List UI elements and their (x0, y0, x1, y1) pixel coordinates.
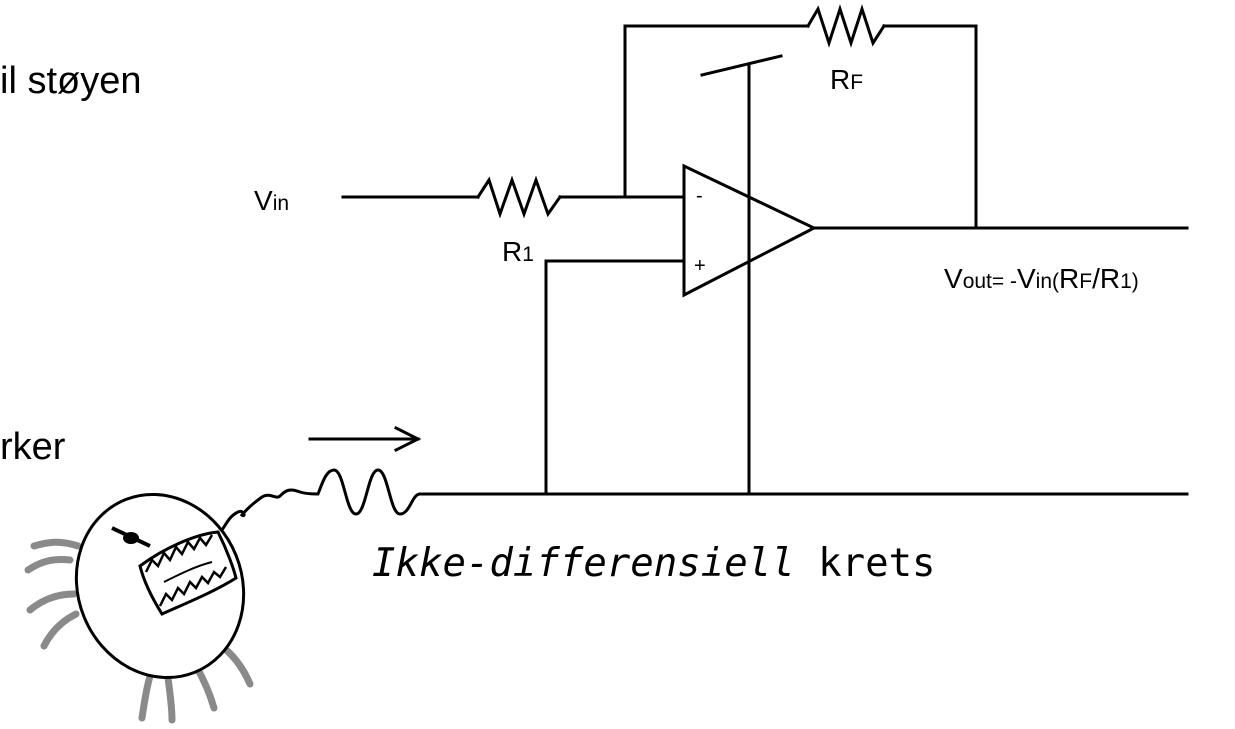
resistor-rf (805, 4, 887, 48)
vout-s2: in( (1035, 270, 1060, 293)
caption: Ikke-differensiell krets (372, 544, 936, 583)
label-vin-sub: in (272, 192, 290, 215)
vout-v1: V (944, 263, 963, 294)
side-text-line2: rker (0, 426, 66, 468)
vout-s3: F (1079, 270, 1093, 293)
plus-input-wire (544, 259, 686, 496)
side-text-line1: il støyen (0, 60, 142, 102)
label-rf-main: R (830, 64, 851, 95)
vout-s1: out= - (962, 270, 1017, 293)
opamp-plus-sign: + (694, 255, 706, 277)
label-r1-main: R (502, 236, 523, 267)
label-vout-formula: Vout= -Vin(RF/R1) (944, 265, 1139, 293)
caption-normal: krets (818, 541, 936, 586)
vout-r1: R (1059, 263, 1080, 294)
switch-blade (700, 54, 783, 77)
label-r1: R1 (502, 238, 534, 266)
opamp-minus-sign: - (696, 185, 703, 207)
vout-s4: 1) (1120, 270, 1139, 293)
noise-wave (239, 468, 422, 518)
resistor-r1 (475, 175, 563, 219)
feedback-right-wire (882, 24, 978, 230)
vout-r2: R (1099, 263, 1121, 294)
label-rf-sub: F (850, 71, 864, 94)
label-vin: Vin (254, 187, 289, 215)
feedback-left-wire (623, 24, 810, 199)
label-vin-main: V (254, 185, 273, 216)
vout-v2: V (1016, 263, 1036, 294)
vout-slash: / (1092, 263, 1100, 294)
label-rf: RF (830, 66, 863, 94)
noise-direction-arrowhead (393, 425, 422, 453)
label-r1-sub: 1 (522, 243, 534, 266)
caption-italic: Ikke-differensiell (372, 541, 795, 586)
noise-monster-icon (24, 492, 254, 724)
